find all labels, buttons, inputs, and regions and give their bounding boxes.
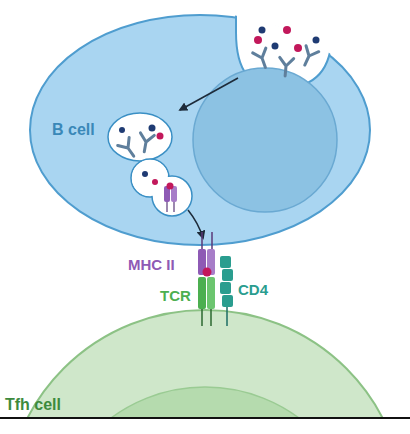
baseline [0, 417, 410, 419]
t-cell-body [5, 310, 405, 418]
endosome [108, 113, 172, 161]
endocytic-pocket [236, 0, 332, 88]
t-cell: Tfh cell [0, 300, 410, 418]
nucleus [193, 68, 337, 212]
molecule-label: MHC II [128, 256, 175, 273]
cell-label: B cell [52, 121, 95, 139]
molecule-label: CD4 [238, 281, 268, 298]
cell-label: Tfh cell [5, 396, 61, 414]
molecule-label: TCR [160, 287, 191, 304]
cell-outline [0, 300, 410, 418]
bcr-antigen [118, 125, 164, 161]
nucleus [47, 387, 363, 418]
